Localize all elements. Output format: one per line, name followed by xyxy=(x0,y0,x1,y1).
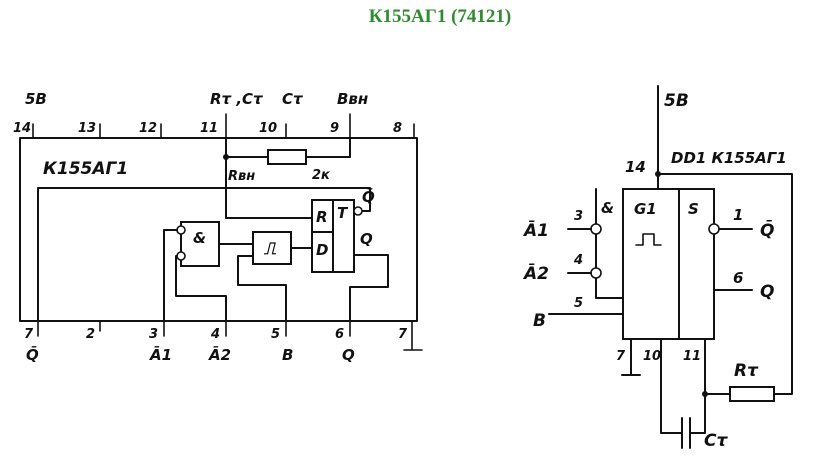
c-label: Cτ xyxy=(282,90,303,108)
top-pin-8: 8 xyxy=(393,121,402,136)
input-a2-label: Ā2 xyxy=(522,262,549,284)
r-label-right: Rτ xyxy=(734,361,759,381)
input-b-label: B xyxy=(533,311,546,331)
designator: DD1 К155АГ1 xyxy=(671,149,787,167)
output-q-label: Q xyxy=(760,282,774,302)
rbh-label: Rвн xyxy=(228,169,255,184)
pulse-icon xyxy=(635,233,662,246)
bottom-label-qbar: Q̄ xyxy=(26,344,39,364)
ic-box xyxy=(622,188,715,340)
bottom-label-a1: Ā1 xyxy=(149,344,172,364)
top-pin-14: 14 xyxy=(13,121,31,136)
output-qbar-label: Q̄ xyxy=(760,219,774,241)
bottom-pins: 7 2 3 4 5 6 7 xyxy=(24,327,408,342)
input-a1-pin: 3 xyxy=(574,209,583,224)
supply-label-right: 5В xyxy=(664,91,689,111)
chip-name-left: К155АГ1 xyxy=(43,159,128,179)
right-pin-7: 7 xyxy=(616,349,626,364)
input-b-pin: 5 xyxy=(574,296,583,311)
supply-label: 5В xyxy=(25,90,47,108)
pin14-label: 14 xyxy=(625,158,646,176)
and-symbol-left: & xyxy=(193,229,206,247)
rc-label: Rτ ,Cτ xyxy=(210,90,263,108)
page-title: К155АГ1 (74121) xyxy=(369,6,512,27)
bottom-pin-2: 2 xyxy=(86,327,95,342)
ff-q: Q xyxy=(360,230,373,248)
bottom-pin-5: 5 xyxy=(271,327,280,342)
bottom-label-b: B xyxy=(282,346,293,364)
output-qbar-pin: 1 xyxy=(733,206,743,224)
input-a1-label: Ā1 xyxy=(522,219,549,241)
resistor-value: 2к xyxy=(312,168,331,183)
bottom-label-a2: Ā2 xyxy=(208,344,231,364)
chip-outline xyxy=(19,137,418,322)
and-symbol-right: & xyxy=(601,199,614,217)
top-pins: 14 13 12 11 10 9 8 xyxy=(13,113,415,139)
ff-qbar: Q̄ xyxy=(362,186,375,206)
ff-r: R xyxy=(316,208,328,226)
schmitt-symbol: ⎍ xyxy=(263,239,277,259)
s-label: S xyxy=(688,200,699,218)
top-pin-9: 9 xyxy=(330,121,339,136)
top-pin-11: 11 xyxy=(200,121,218,136)
timing-resistor xyxy=(729,386,775,402)
bottom-label-q: Q xyxy=(342,346,355,364)
top-pin-10: 10 xyxy=(259,121,277,136)
bottom-pin-4: 4 xyxy=(210,327,220,342)
bottom-pin-7a: 7 xyxy=(24,327,34,342)
output-q-pin: 6 xyxy=(733,269,743,287)
top-pin-12: 12 xyxy=(139,121,157,136)
internal-diagram: 5В Rτ ,Cτ Cτ Bвн 14 13 12 11 10 9 8 К155… xyxy=(13,90,423,364)
g1-label: G1 xyxy=(634,200,657,218)
right-pin-10: 10 xyxy=(643,349,661,364)
ground-symbol xyxy=(621,338,641,376)
bottom-pin-6: 6 xyxy=(335,327,344,342)
bottom-pin-7b: 7 xyxy=(398,327,408,342)
input-a2-pin: 4 xyxy=(573,253,583,268)
ff-d: D xyxy=(316,241,328,259)
internal-resistor xyxy=(267,149,307,165)
top-pin-13: 13 xyxy=(78,121,96,136)
bottom-pin-3: 3 xyxy=(149,327,158,342)
ff-t: T xyxy=(337,204,349,222)
schmitt-trigger xyxy=(252,231,292,265)
rin-label: Bвн xyxy=(337,90,368,108)
right-pin-11: 11 xyxy=(683,349,701,364)
application-circuit: 5В 14 DD1 К155АГ1 & G1 S Ā1 3 Ā2 4 B 5 1… xyxy=(522,85,793,451)
and-gate-left xyxy=(180,221,220,267)
capacitor xyxy=(681,417,691,449)
c-label-right: Cτ xyxy=(704,431,728,451)
